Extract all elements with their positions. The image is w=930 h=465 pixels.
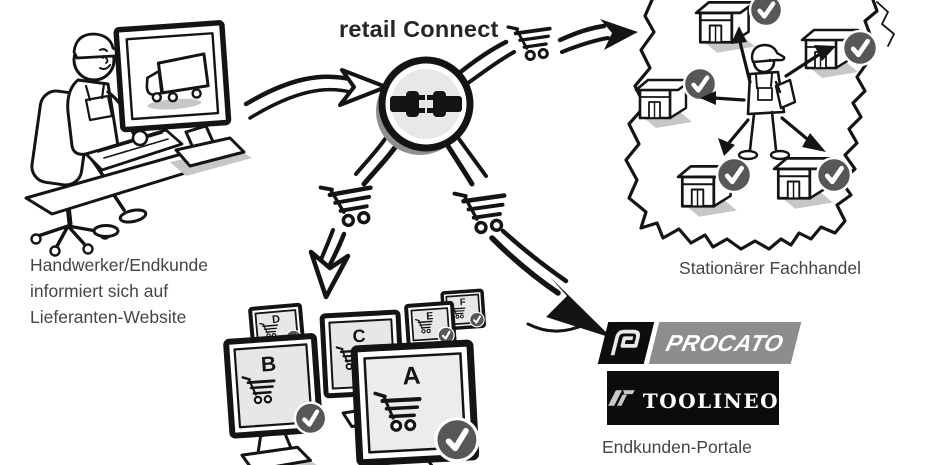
store-icon xyxy=(694,1,757,55)
germany-map-scene xyxy=(624,0,895,251)
checkmark-icon xyxy=(717,158,751,192)
retail-connect-hub xyxy=(376,56,474,155)
arrowhead-to-map xyxy=(600,19,638,50)
monitor-letter: B xyxy=(260,353,277,377)
webshop-monitor-f: F xyxy=(440,288,487,331)
arrowhead-to-hub xyxy=(338,68,388,107)
supplier-caption: Handwerker/Endkunde informiert sich auf … xyxy=(30,252,208,330)
monitor-letter: A xyxy=(402,362,422,391)
toolineo-icon xyxy=(608,390,635,406)
monitor-letter: F xyxy=(459,297,466,308)
shopping-cart-icon xyxy=(506,19,556,64)
webshop-monitors-scene: D F E C xyxy=(223,288,487,465)
plug-connection-icon xyxy=(390,91,462,117)
germany-outline xyxy=(624,0,879,251)
cap-icon xyxy=(750,43,786,64)
shopping-cart-icon xyxy=(321,179,377,229)
diagram-title: retail Connect xyxy=(339,16,499,42)
procato-icon xyxy=(597,322,655,364)
caption-line: Lieferanten-Website xyxy=(30,307,187,327)
flow-arrows xyxy=(243,19,638,338)
retailer-person xyxy=(737,43,797,161)
webshop-monitor-a: A xyxy=(350,339,480,465)
checkmark-icon xyxy=(750,0,782,26)
procato-logo-text: PROCATO xyxy=(663,329,787,356)
map-caption: Stationärer Fachhandel xyxy=(679,258,861,278)
checkmark-icon xyxy=(468,310,486,329)
procato-logo: PROCATO xyxy=(597,322,802,364)
monitor-letter: D xyxy=(272,313,281,326)
hand xyxy=(131,129,149,147)
tablet-icon xyxy=(774,78,797,110)
checkmark-icon xyxy=(843,31,877,65)
webshop-monitor-b: B xyxy=(223,333,330,465)
delivery-truck-icon xyxy=(145,52,210,110)
caption-line: Handwerker/Endkunde xyxy=(30,255,209,275)
checkmark-icon xyxy=(435,418,479,462)
distribution-arrows xyxy=(700,26,836,156)
caption-line: informiert sich auf xyxy=(30,281,169,301)
toolineo-logo: TOOLINEO xyxy=(607,371,779,425)
supplier-monitor xyxy=(113,20,232,133)
arrowhead-to-portals xyxy=(546,277,612,338)
checkmark-icon xyxy=(817,158,851,192)
procato-banner: PROCATO xyxy=(648,322,802,364)
arrowhead-to-webshops xyxy=(308,249,351,300)
shopping-cart-icon xyxy=(454,187,508,236)
toolineo-logo-text: TOOLINEO xyxy=(642,389,779,413)
portals-caption: Endkunden-Portale xyxy=(602,437,752,457)
monitor-letter: E xyxy=(426,310,434,322)
supplier-scene xyxy=(24,20,252,257)
monitor-base xyxy=(174,136,246,168)
checkmark-icon xyxy=(294,402,327,435)
monitor-letter: C xyxy=(352,326,366,347)
